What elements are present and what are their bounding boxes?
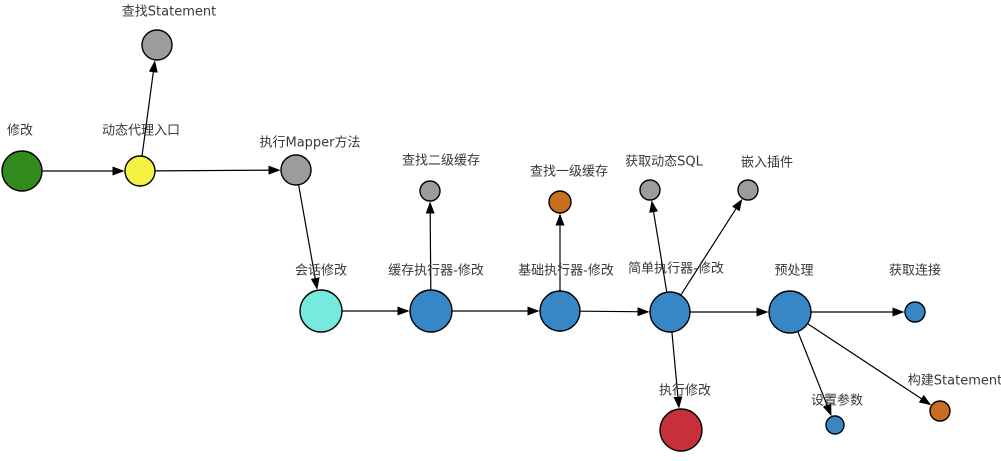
node-label-cache-executor-modify: 缓存执行器-修改 — [388, 264, 484, 279]
edge-execute-mapper-method-to-session-modify — [298, 184, 320, 290]
node-cache-executor-modify[interactable] — [409, 289, 453, 333]
node-label-session-modify: 会话修改 — [295, 264, 347, 279]
node-get-dynamic-sql[interactable] — [639, 179, 661, 201]
node-label-embed-plugin: 嵌入插件 — [741, 156, 793, 171]
node-dynamic-proxy-entry[interactable] — [124, 155, 156, 187]
nodes-layer — [1, 29, 951, 452]
node-embed-plugin[interactable] — [737, 179, 759, 201]
edge-cache-executor-modify-to-find-l2-cache — [425, 201, 435, 291]
edge-preprocess-to-set-params — [797, 331, 832, 417]
node-preprocess[interactable] — [768, 290, 812, 334]
edge-dynamic-proxy-entry-to-find-statement — [141, 60, 158, 157]
node-label-find-l2-cache: 查找二级缓存 — [402, 154, 480, 169]
edges-layer — [42, 60, 932, 417]
node-base-executor-modify[interactable] — [539, 290, 581, 332]
node-find-statement[interactable] — [141, 29, 173, 61]
node-label-modify: 修改 — [7, 124, 33, 139]
node-execute-modify[interactable] — [659, 408, 703, 452]
node-label-find-l1-cache: 查找一级缓存 — [530, 165, 608, 180]
edge-simple-executor-modify-to-get-dynamic-sql — [649, 200, 668, 293]
node-label-execute-mapper-method: 执行Mapper方法 — [259, 135, 360, 151]
node-label-simple-executor-modify: 简单执行器-修改 — [628, 261, 724, 277]
node-label-dynamic-proxy-entry: 动态代理入口 — [102, 124, 180, 139]
node-simple-executor-modify[interactable] — [649, 291, 691, 333]
node-label-execute-modify: 执行修改 — [659, 384, 711, 399]
node-session-modify[interactable] — [299, 289, 343, 333]
node-label-preprocess: 预处理 — [774, 264, 813, 279]
node-modify[interactable] — [1, 150, 43, 192]
node-find-l1-cache[interactable] — [548, 190, 572, 214]
node-set-params[interactable] — [825, 415, 845, 435]
edge-preprocess-to-build-statement — [807, 323, 932, 406]
node-label-base-executor-modify: 基础执行器-修改 — [518, 264, 614, 279]
node-label-find-statement: 查找Statement — [122, 5, 216, 20]
node-find-l2-cache[interactable] — [419, 180, 441, 202]
node-label-build-statement: 构建Statement — [908, 374, 1001, 389]
node-execute-mapper-method[interactable] — [280, 154, 312, 186]
node-label-get-connection: 获取连接 — [889, 263, 941, 279]
node-get-connection[interactable] — [904, 301, 926, 323]
node-build-statement[interactable] — [929, 400, 951, 422]
edge-simple-executor-modify-to-execute-modify — [671, 331, 683, 409]
node-label-set-params: 设置参数 — [811, 393, 863, 409]
edge-dynamic-proxy-entry-to-execute-mapper-method — [154, 165, 281, 175]
edge-base-executor-modify-to-simple-executor-modify — [579, 307, 650, 317]
edge-simple-executor-modify-to-embed-plugin — [680, 198, 743, 296]
node-label-get-dynamic-sql: 获取动态SQL — [625, 155, 703, 170]
